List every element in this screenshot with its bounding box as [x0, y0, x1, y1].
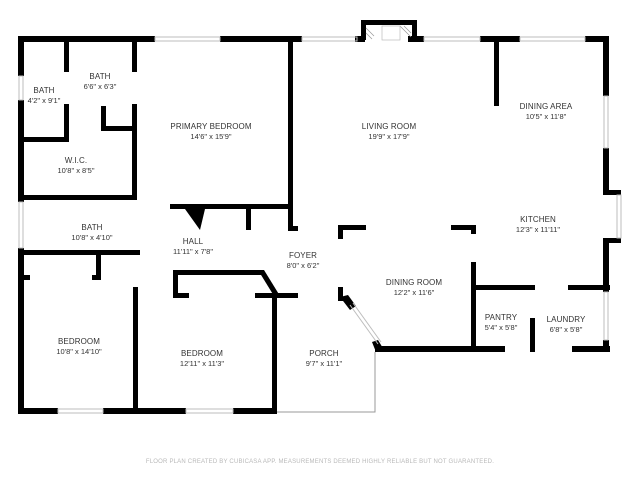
- windows: [18, 36, 622, 414]
- room-name: HALL: [182, 237, 204, 246]
- room-name: DINING ROOM: [385, 278, 443, 287]
- room-name: BATH: [81, 223, 103, 232]
- room-dimensions: 14'6" x 15'9": [190, 132, 232, 141]
- room-dimensions: 4'2" x 9'1": [27, 96, 61, 105]
- fireplace-hatch: [365, 25, 412, 41]
- room-dimensions: 10'8" x 4'10": [71, 233, 113, 242]
- room-name: PANTRY: [484, 313, 518, 322]
- room-name: BEDROOM: [57, 337, 101, 346]
- room-dimensions: 12'11" x 11'3": [179, 359, 225, 368]
- room-dimensions: 12'2" x 11'6": [393, 288, 435, 297]
- room-dimensions: 10'8" x 8'5": [57, 166, 95, 175]
- room-name: LIVING ROOM: [361, 122, 417, 131]
- room-dimensions: 9'7" x 11'1": [305, 359, 343, 368]
- room-name: BATH: [33, 86, 55, 95]
- room-dimensions: 8'0" x 6'2": [286, 261, 320, 270]
- room-dimensions: 5'4" x 5'8": [484, 323, 518, 332]
- room-name: LAUNDRY: [546, 315, 586, 324]
- room-name: DINING AREA: [519, 102, 573, 111]
- footer-disclaimer: FLOOR PLAN CREATED BY CUBICASA APP. MEAS…: [145, 459, 495, 465]
- room-name: PRIMARY BEDROOM: [170, 122, 252, 131]
- room-dimensions: 19'9" x 17'9": [368, 132, 410, 141]
- room-dimensions: 11'11" x 7'8": [172, 247, 214, 256]
- room-dimensions: 10'5" x 11'8": [525, 112, 567, 121]
- room-name: BATH: [89, 72, 111, 81]
- walls: [18, 20, 621, 414]
- room-dimensions: 10'8" x 14'10": [56, 347, 102, 356]
- porch-outline: [277, 352, 376, 413]
- room-dimensions: 6'6" x 6'3": [83, 82, 117, 91]
- room-dimensions: 12'3" x 11'11": [515, 225, 561, 234]
- room-label-wic: W.I.C.10'8" x 8'5": [58, 156, 95, 176]
- room-name: KITCHEN: [520, 215, 556, 224]
- room-dimensions: 6'8" x 5'8": [549, 325, 583, 334]
- room-name: PORCH: [309, 349, 339, 358]
- room-name: BEDROOM: [180, 349, 224, 358]
- room-name: W.I.C.: [64, 156, 88, 165]
- room-name: FOYER: [288, 251, 318, 260]
